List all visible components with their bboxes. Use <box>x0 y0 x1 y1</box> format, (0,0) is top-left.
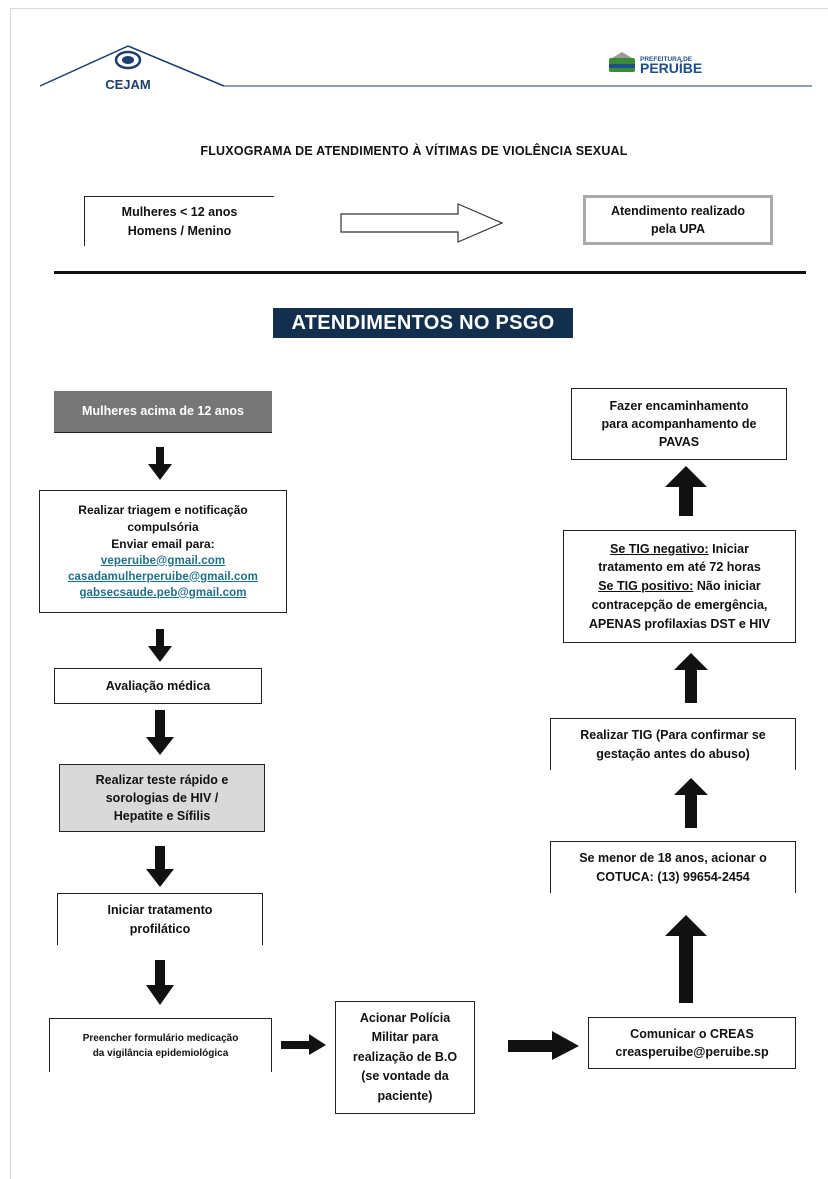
box-text-line: para acompanhamento de <box>601 416 757 431</box>
peruibe-logo-text: PERUÍBE <box>640 60 702 76</box>
box-under-12: Mulheres < 12 anos Homens / Menino <box>84 196 274 246</box>
cejam-logo: CEJAM <box>39 45 812 92</box>
box-cotuca: Se menor de 18 anos, acionar o COTUCA: (… <box>550 841 796 893</box>
box-text-line: paciente) <box>377 1088 433 1103</box>
box-pavas: Fazer encaminhamento para acompanhamento… <box>571 388 787 460</box>
email-link[interactable]: gabsecsaude.peb@gmail.com <box>79 586 247 599</box>
box-text-line: Se TIG positivo: Não iniciar <box>598 577 761 596</box>
box-text-line: APENAS profilaxias DST e HIV <box>588 616 771 631</box>
box-text-line: Hepatite e Sífilis <box>113 809 211 824</box>
outline-arrow-right <box>340 203 504 243</box>
tig-negative-label: Se TIG negativo: <box>610 541 709 556</box>
down-arrow <box>146 710 174 755</box>
box-text-line: Homens / Menino <box>127 223 232 238</box>
box-text-line: tratamento em até 72 horas <box>598 560 761 575</box>
up-arrow <box>674 653 708 703</box>
tig-positive-label: Se TIG positivo: <box>598 579 694 594</box>
box-text-line: Preencher formulário medicação <box>82 1032 239 1044</box>
up-arrow <box>674 778 708 828</box>
box-text-line: Comunicar o CREAS <box>630 1026 754 1041</box>
box-text-line: Iniciar tratamento <box>107 903 213 918</box>
right-arrow <box>508 1031 579 1060</box>
box-prophylactic-treatment: Iniciar tratamento profilático <box>57 893 263 945</box>
box-text-line: creasperuibe@peruibe.sp <box>615 1045 769 1059</box>
tig-negative-text: Iniciar <box>708 541 749 556</box>
box-text-line: Atendimento realizado <box>610 203 746 218</box>
box-text-line: Fazer encaminhamento <box>609 398 749 413</box>
box-text-line: compulsória <box>127 519 199 534</box>
box-women-over-12: Mulheres acima de 12 anos <box>54 391 272 433</box>
box-text-line: realização de B.O <box>352 1049 458 1064</box>
diagram-title: FLUXOGRAMA DE ATENDIMENTO À VÍTIMAS DE V… <box>200 144 628 158</box>
box-text-line: gestação antes do abuso) <box>596 746 750 761</box>
box-police: Acionar Polícia Militar para realização … <box>335 1001 475 1114</box>
box-epidemiology-form: Preencher formulário medicação da vigilâ… <box>49 1018 272 1072</box>
box-text-line: Militar para <box>371 1030 439 1045</box>
email-link[interactable]: veperuibe@gmail.com <box>100 554 226 567</box>
down-arrow <box>148 629 172 662</box>
box-medical-evaluation: Avaliação médica <box>54 668 262 704</box>
box-text-line: Mulheres < 12 anos <box>121 205 238 220</box>
box-text-line: sorologias de HIV / <box>105 790 219 805</box>
box-tig-result: Se TIG negativo: Iniciar tratamento em a… <box>563 530 796 643</box>
box-text-line: pela UPA <box>651 222 705 236</box>
peruibe-logo: PREFEITURA DE PERUÍBE <box>609 52 702 76</box>
box-upa: Atendimento realizado pela UPA <box>583 195 773 245</box>
box-text-line: Se menor de 18 anos, acionar o <box>579 851 767 866</box>
box-text-line: Se TIG negativo: Iniciar <box>610 540 749 559</box>
box-text-line: da vigilância epidemiológica <box>92 1047 229 1059</box>
box-text-line: (se vontade da <box>361 1069 449 1084</box>
box-text-line: COTUCA: (13) 99654-2454 <box>596 869 750 884</box>
down-arrow <box>146 960 174 1005</box>
page-edge <box>10 8 828 9</box>
box-triage: Realizar triagem e notificação compulsór… <box>39 490 287 613</box>
box-text-line: contracepção de emergência, <box>591 597 768 612</box>
up-arrow <box>665 915 707 1003</box>
box-text-line: Realizar TIG (Para confirmar se <box>580 728 766 743</box>
box-text-line: PAVAS <box>658 435 700 450</box>
down-arrow <box>148 447 172 480</box>
header-logos: CEJAM PREFEITURA DE PERUÍBE <box>39 45 812 92</box>
cejam-logo-text: CEJAM <box>105 77 151 92</box>
section-banner: ATENDIMENTOS NO PSGO <box>273 308 573 338</box>
tig-positive-text: Não iniciar <box>693 579 761 594</box>
right-arrow <box>281 1034 326 1055</box>
box-text-line: Realizar teste rápido e <box>95 772 229 787</box>
box-text-line: Acionar Polícia <box>359 1011 451 1026</box>
box-text-line: Enviar email para: <box>111 536 215 551</box>
email-link[interactable]: casadamulherperuibe@gmail.com <box>68 570 258 583</box>
peruibe-logo-small: PREFEITURA DE <box>640 56 693 63</box>
up-arrow <box>665 466 707 516</box>
down-arrow <box>146 846 174 887</box>
divider <box>54 271 806 274</box>
page-edge <box>10 8 11 1179</box>
box-rapid-test: Realizar teste rápido e sorologias de HI… <box>59 764 265 832</box>
box-tig: Realizar TIG (Para confirmar se gestação… <box>550 718 796 770</box>
box-text-line: profilático <box>129 921 191 936</box>
box-text-line: Realizar triagem e notificação <box>78 503 248 518</box>
box-creas: Comunicar o CREAS creasperuibe@peruibe.s… <box>588 1017 796 1069</box>
